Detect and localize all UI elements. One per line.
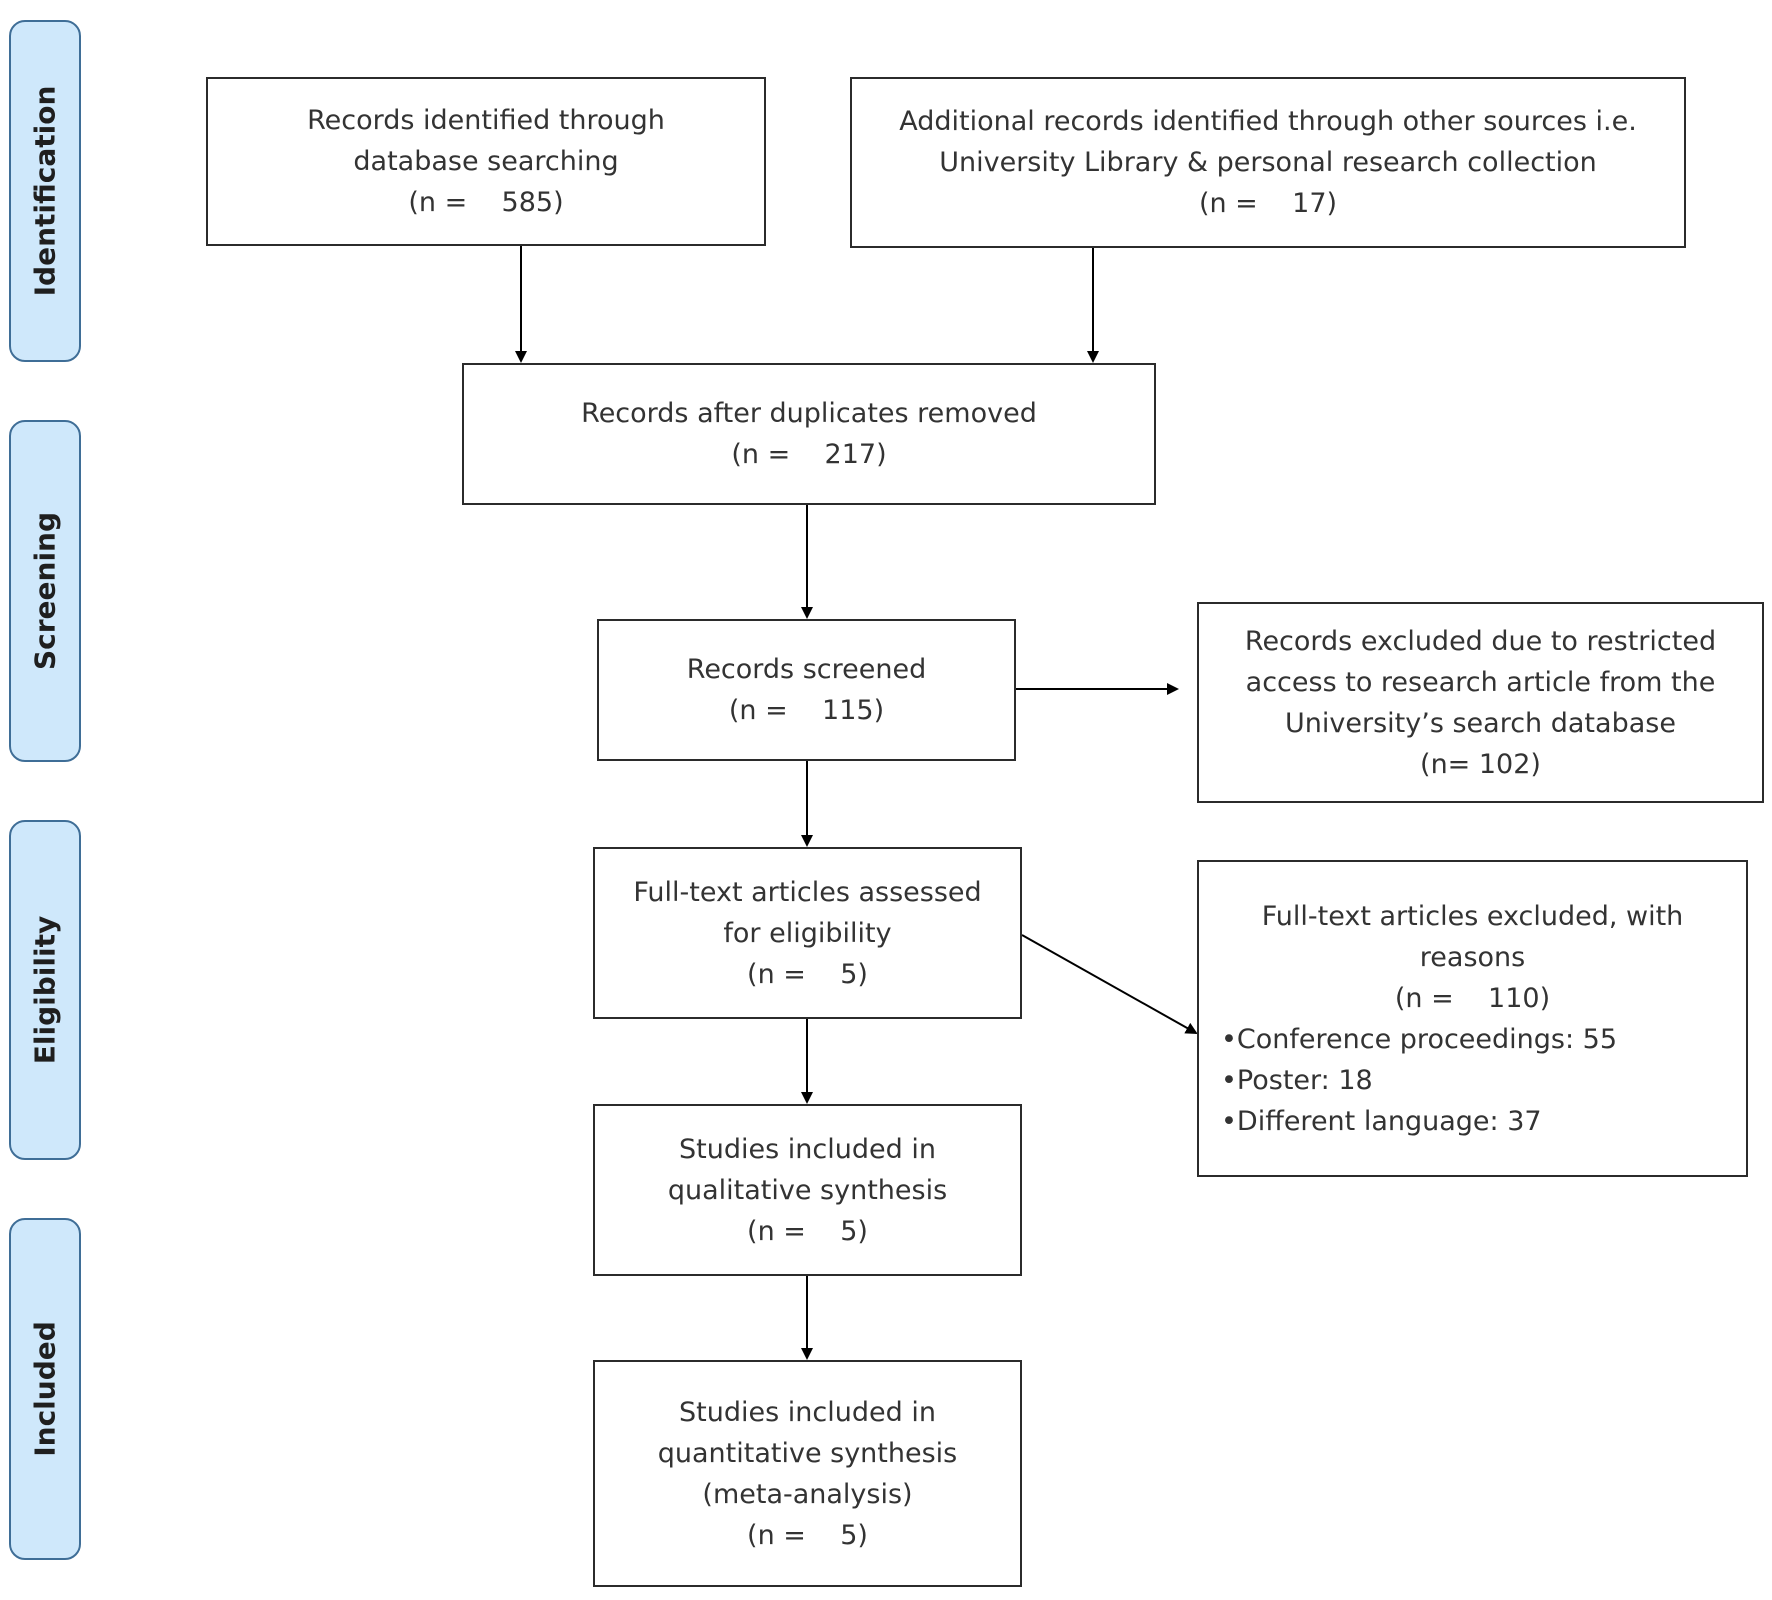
box-records-screened: Records screened (n = 115): [597, 619, 1016, 761]
box-database-records: Records identified through database sear…: [206, 77, 766, 246]
box-line: for eligibility: [723, 917, 892, 949]
box-fulltext-assessed: Full-text articles assessed for eligibil…: [593, 847, 1022, 1019]
exclusion-reason-item: •Different language: 37: [1221, 1105, 1542, 1137]
box-count: (n = 5): [747, 1215, 868, 1247]
exclusion-reason-item: •Conference proceedings: 55: [1221, 1023, 1618, 1055]
box-line: Additional records identified through ot…: [899, 106, 1637, 137]
box-line: University’s search database: [1285, 707, 1676, 739]
box-line: (meta-analysis): [702, 1478, 913, 1510]
box-count: (n = 5): [747, 958, 868, 990]
box-line: Records screened: [686, 654, 927, 685]
box-count: (n= 102): [1420, 748, 1541, 780]
box-line: reasons: [1419, 941, 1526, 973]
stage-eligibility: Eligibility: [9, 820, 81, 1160]
box-quantitative-synthesis: Studies included in quantitative synthes…: [593, 1360, 1022, 1587]
box-fulltext-excluded: Full-text articles excluded, with reason…: [1197, 860, 1748, 1177]
box-line: database searching: [353, 146, 619, 177]
box-line: quantitative synthesis: [657, 1437, 958, 1469]
box-line: Records after duplicates removed: [581, 398, 1037, 429]
box-count: (n = 110): [1394, 982, 1551, 1014]
arrow-fulltext-to-excluded: [1021, 934, 1198, 1034]
box-duplicates-removed: Records after duplicates removed (n = 21…: [462, 363, 1156, 505]
stage-identification: Identification: [9, 20, 81, 362]
box-records-excluded: Records excluded due to restricted acces…: [1197, 602, 1764, 803]
box-other-sources: Additional records identified through ot…: [850, 77, 1686, 248]
box-line: Records excluded due to restricted: [1244, 625, 1717, 657]
stage-included: Included: [9, 1218, 81, 1560]
box-count: (n = 17): [1198, 188, 1338, 219]
box-line: Full-text articles assessed: [633, 876, 982, 908]
box-line: Records identified through: [307, 105, 665, 136]
box-count: (n = 217): [731, 439, 887, 470]
box-count: (n = 5): [747, 1519, 868, 1551]
box-qualitative-synthesis: Studies included in qualitative synthesi…: [593, 1104, 1022, 1276]
box-line: Studies included in: [679, 1133, 936, 1165]
box-line: qualitative synthesis: [667, 1174, 948, 1206]
box-count: (n = 115): [728, 695, 885, 726]
stage-screening: Screening: [9, 420, 81, 762]
box-line: Full-text articles excluded, with: [1261, 900, 1684, 932]
box-line: University Library & personal research c…: [939, 147, 1597, 178]
box-line: access to research article from the: [1245, 666, 1716, 698]
exclusion-reason-item: •Poster: 18: [1221, 1064, 1373, 1096]
box-count: (n = 585): [408, 187, 564, 218]
box-line: Studies included in: [679, 1396, 936, 1428]
